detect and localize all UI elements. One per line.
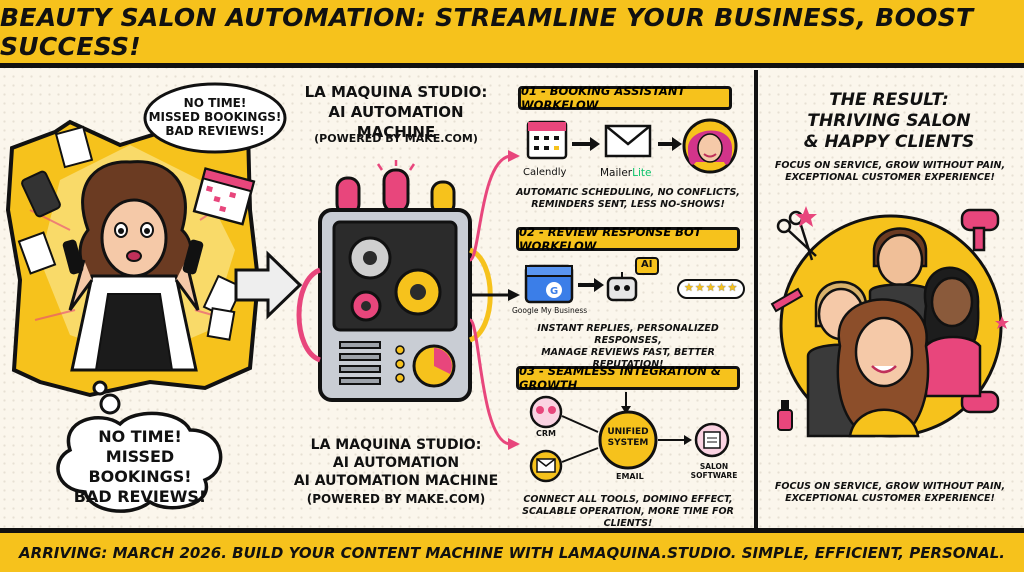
calendly-label: Calendly xyxy=(523,167,567,178)
step-1-description: AUTOMATIC SCHEDULING, NO CONFLICTS, REMI… xyxy=(516,187,740,211)
svg-text:G: G xyxy=(550,286,558,297)
salon-software-icon xyxy=(694,422,730,458)
client-woman-right xyxy=(923,266,982,398)
machine-title-top: LA MAQUINA STUDIO: AI AUTOMATION MACHINE xyxy=(296,82,496,142)
footer-text: ARRIVING: MARCH 2026. BUILD YOUR CONTENT… xyxy=(19,543,1005,562)
gear-icon xyxy=(348,236,392,280)
result-title-line: & HAPPY CLIENTS xyxy=(803,132,975,152)
comb-icon xyxy=(770,287,804,313)
happy-client-avatar xyxy=(682,118,738,174)
ai-label: AI xyxy=(641,259,653,270)
bubble-bottom-line: NO TIME! xyxy=(98,427,182,446)
mailerlite-label-mailer: Mailer xyxy=(600,167,633,179)
bubble-top-line: NO TIME! xyxy=(183,96,247,110)
step-3-desc-line: SCALABLE OPERATION, MORE TIME FOR CLIENT… xyxy=(522,506,734,529)
result-title-line: THRIVING SALON xyxy=(807,111,971,131)
bubble-bottom-line: BAD REVIEWS! xyxy=(73,487,207,506)
email-envelope-icon xyxy=(529,449,563,483)
mailerlite-label: MailerLite xyxy=(600,167,651,179)
machine-title-bottom: LA MAQUINA STUDIO: AI AUTOMATION AI AUTO… xyxy=(286,436,506,490)
unified-system-node xyxy=(598,410,658,470)
nail-polish-icon xyxy=(777,400,793,431)
step-2-icons: G xyxy=(524,257,745,304)
machine-title-line: AI AUTOMATION MACHINE xyxy=(293,473,499,489)
bubble-top-line: MISSED BOOKINGS! xyxy=(148,110,282,124)
machine-subtitle-bottom: (POWERED BY MAKE.COM) xyxy=(306,492,486,506)
crm-label: CRM xyxy=(536,429,556,438)
result-top-line: EXCEPTIONAL CUSTOMER EXPERIENCE! xyxy=(785,172,995,183)
step-2-desc-line: MANAGE REVIEWS FAST, BETTER REPUTATION! xyxy=(541,347,715,370)
step-3-integration-diagram xyxy=(529,392,730,483)
hair-dryer-icon xyxy=(960,208,1000,252)
step-2-description: INSTANT REPLIES, PERSONALIZED RESPONSES,… xyxy=(510,323,746,371)
stressed-stylist-illustration xyxy=(5,119,261,398)
step-3-heading: 03 - SEAMLESS INTEGRATION & GROWTH xyxy=(516,364,740,392)
step-2-desc-line: INSTANT REPLIES, PERSONALIZED RESPONSES, xyxy=(537,323,719,346)
salon-label-line: SOFTWARE xyxy=(690,471,738,480)
automation-machine-illustration xyxy=(296,160,493,402)
step-1-desc-line: AUTOMATIC SCHEDULING, NO CONFLICTS, xyxy=(516,187,740,198)
workflow-connectors xyxy=(470,150,520,450)
machine-title-line: LA MAQUINA STUDIO: xyxy=(304,83,488,101)
section-divider xyxy=(754,70,758,528)
step-1-heading: 01 - BOOKING ASSISTANT WORKFLOW xyxy=(518,84,732,112)
google-my-business-label: Google My Business xyxy=(512,306,588,315)
result-title: THE RESULT: THRIVING SALON & HAPPY CLIEN… xyxy=(770,90,1008,153)
stars-rating-text: ★★★★★ xyxy=(684,281,739,294)
big-right-arrow-icon xyxy=(234,250,303,320)
bubble-top-text: NO TIME! MISSED BOOKINGS! BAD REVIEWS! xyxy=(148,96,282,138)
thought-bubble-bottom xyxy=(56,380,223,513)
step-2-heading: 02 - REVIEW RESPONSE BOT WORKFLOW xyxy=(516,225,740,253)
happy-clients-illustration xyxy=(770,206,1009,438)
step-3-desc-line: CONNECT ALL TOOLS, DOMINO EFFECT, xyxy=(523,494,733,505)
gear-icon xyxy=(350,290,382,322)
footer-banner: ARRIVING: MARCH 2026. BUILD YOUR CONTENT… xyxy=(0,528,1024,572)
salon-software-label: SALON SOFTWARE xyxy=(686,462,742,480)
mailerlite-envelope-icon xyxy=(604,124,652,158)
stars-rating-badge xyxy=(677,279,745,299)
unified-system-label: UNIFIED SYSTEM xyxy=(598,427,658,449)
calendly-calendar-icon xyxy=(526,120,568,160)
machine-title-line: LA MAQUINA STUDIO: xyxy=(310,437,482,453)
result-bottom-line: FOCUS ON SERVICE, GROW WITHOUT PAIN, xyxy=(774,481,1006,492)
gear-icon xyxy=(394,268,442,316)
client-woman-center xyxy=(836,298,930,438)
calendar-icon xyxy=(192,167,256,226)
step-1-desc-line: REMINDERS SENT, LESS NO-SHOWS! xyxy=(531,199,725,210)
result-bottom-text: FOCUS ON SERVICE, GROW WITHOUT PAIN, EXC… xyxy=(768,481,1012,505)
result-top-text: FOCUS ON SERVICE, GROW WITHOUT PAIN, EXC… xyxy=(768,160,1012,184)
step-1-icons xyxy=(526,118,738,174)
result-title-line: THE RESULT: xyxy=(829,90,949,110)
google-my-business-icon: G xyxy=(524,264,574,304)
unified-label-line: UNIFIED xyxy=(607,427,649,437)
machine-title-line: AI AUTOMATION xyxy=(332,455,460,471)
page-title: BEAUTY SALON AUTOMATION: STREAMLINE YOUR… xyxy=(0,2,974,61)
scissors-icon xyxy=(776,210,817,261)
unified-label-line: SYSTEM xyxy=(607,438,649,448)
result-top-line: FOCUS ON SERVICE, GROW WITHOUT PAIN, xyxy=(774,160,1006,171)
result-bottom-line: EXCEPTIONAL CUSTOMER EXPERIENCE! xyxy=(785,493,995,504)
bubble-bottom-line: MISSED BOOKINGS! xyxy=(88,447,192,486)
bubble-bottom-text: NO TIME! MISSED BOOKINGS! BAD REVIEWS! xyxy=(62,427,218,507)
title-banner: BEAUTY SALON AUTOMATION: STREAMLINE YOUR… xyxy=(0,0,1024,68)
machine-title-line: AI AUTOMATION MACHINE xyxy=(328,103,464,141)
crm-icon xyxy=(529,395,563,429)
step-3-description: CONNECT ALL TOOLS, DOMINO EFFECT, SCALAB… xyxy=(510,494,746,530)
speech-bubble-top xyxy=(143,82,287,154)
email-label: EMAIL xyxy=(616,472,644,481)
salon-label-line: SALON xyxy=(699,462,729,471)
machine-subtitle-top: (POWERED BY MAKE.COM) xyxy=(314,132,478,145)
bubble-top-line: BAD REVIEWS! xyxy=(165,124,265,138)
mailerlite-label-lite: Lite xyxy=(632,167,652,179)
ai-robot-icon xyxy=(606,257,659,302)
phone-icon xyxy=(21,170,61,218)
